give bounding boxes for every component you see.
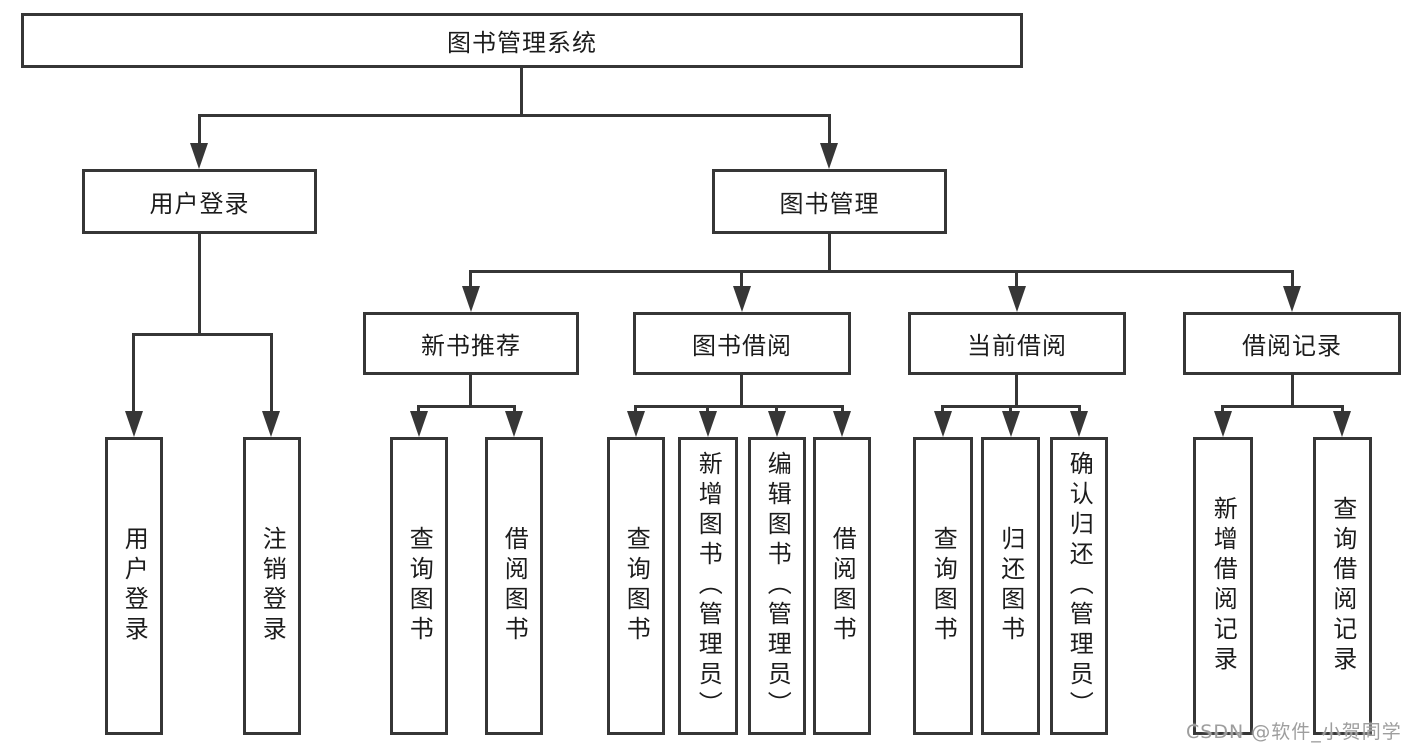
leaf-query-books-recommend: 查询图书: [390, 437, 448, 735]
leaf-add-borrow-record: 新增借阅记录: [1193, 437, 1253, 735]
leaf-logout-label: 注销登录: [258, 526, 287, 646]
arrowhead-user-login: [190, 143, 208, 169]
leaf-query-books-borrowing-label: 查询图书: [622, 526, 651, 646]
connector-to-book-borrowing: [740, 270, 743, 290]
leaf-return-book-label: 归还图书: [996, 526, 1025, 646]
arrowhead-leaf-d2: [1002, 411, 1020, 437]
connector-root-rail: [198, 114, 831, 117]
leaf-query-borrow-record: 查询借阅记录: [1313, 437, 1372, 735]
leaf-add-book-admin-label: 新增图书（管理员）: [694, 451, 723, 721]
connector-current-borrowing-stub: [1015, 375, 1018, 408]
connector-user-login-stub: [198, 234, 201, 336]
node-current-borrowing: 当前借阅: [908, 312, 1126, 375]
leaf-add-book-admin: 新增图书（管理员）: [678, 437, 738, 735]
connector-new-book-recommendation-rail: [417, 405, 516, 408]
arrowhead-leaf-c2: [699, 411, 717, 437]
connector-to-leaf-c3: [775, 405, 778, 415]
leaf-query-books-recommend-label: 查询图书: [405, 526, 434, 646]
arrowhead-leaf-c4: [833, 411, 851, 437]
node-library-management-system: 图书管理系统: [21, 13, 1023, 68]
leaf-query-books-current-label: 查询图书: [929, 526, 958, 646]
connector-to-leaf-c4: [841, 405, 844, 415]
leaf-confirm-return-admin: 确认归还（管理员）: [1050, 437, 1108, 735]
node-borrowing-records: 借阅记录: [1183, 312, 1401, 375]
connector-to-leaf-c2: [706, 405, 709, 415]
leaf-confirm-return-admin-label: 确认归还（管理员）: [1065, 451, 1094, 721]
connector-book-borrowing-rail: [634, 405, 844, 408]
connector-to-leaf-d3: [1078, 405, 1081, 415]
connector-to-leaf-b2: [513, 405, 516, 415]
arrowhead-leaf-d3: [1070, 411, 1088, 437]
node-book-management: 图书管理: [712, 169, 947, 234]
leaf-user-login: 用户登录: [105, 437, 163, 735]
arrowhead-leaf-c3: [768, 411, 786, 437]
arrowhead-leaf-c1: [627, 411, 645, 437]
arrowhead-leaf-e1: [1214, 411, 1232, 437]
connector-to-current-borrowing: [1015, 270, 1018, 290]
connector-to-leaf-e1: [1221, 405, 1224, 415]
leaf-add-borrow-record-label: 新增借阅记录: [1209, 496, 1238, 676]
connector-borrowing-records-stub: [1291, 375, 1294, 408]
leaf-borrow-books-recommend: 借阅图书: [485, 437, 543, 735]
connector-to-leaf-c1: [634, 405, 637, 415]
leaf-return-book: 归还图书: [981, 437, 1040, 735]
leaf-edit-book-admin-label: 编辑图书（管理员）: [763, 451, 792, 721]
connector-root-stub: [520, 68, 523, 116]
leaf-logout: 注销登录: [243, 437, 301, 735]
watermark: CSDN @软件_小贺同学: [1186, 721, 1402, 743]
arrowhead-leaf-d1: [934, 411, 952, 437]
arrowhead-book-borrowing: [733, 286, 751, 312]
node-book-borrowing: 图书借阅: [633, 312, 851, 375]
connector-new-book-recommendation-stub: [469, 375, 472, 408]
arrowhead-leaf-logout: [262, 411, 280, 437]
node-new-book-recommendation: 新书推荐: [363, 312, 579, 375]
connector-to-leaf-e2: [1341, 405, 1344, 415]
arrowhead-current-borrowing: [1008, 286, 1026, 312]
leaf-query-books-current: 查询图书: [913, 437, 973, 735]
connector-to-user-login: [198, 114, 201, 146]
connector-to-borrowing-records: [1291, 270, 1294, 290]
leaf-user-login-label: 用户登录: [120, 526, 149, 646]
connector-user-login-rail: [133, 333, 273, 336]
node-user-login: 用户登录: [82, 169, 317, 234]
connector-book-management-stub: [828, 234, 831, 273]
leaf-edit-book-admin: 编辑图书（管理员）: [748, 437, 806, 735]
connector-to-leaf-b1: [417, 405, 420, 415]
arrowhead-borrowing-records: [1283, 286, 1301, 312]
connector-to-leaf-d2: [1009, 405, 1012, 415]
connector-to-leaf-logout: [270, 333, 273, 413]
arrowhead-leaf-e2: [1333, 411, 1351, 437]
leaf-query-borrow-record-label: 查询借阅记录: [1328, 496, 1357, 676]
arrowhead-leaf-b1: [410, 411, 428, 437]
connector-borrowing-records-rail: [1221, 405, 1344, 408]
connector-to-new-book-recommendation: [469, 270, 472, 290]
connector-to-leaf-user-login: [132, 333, 135, 413]
arrowhead-leaf-user-login: [125, 411, 143, 437]
connector-to-book-management: [828, 114, 831, 146]
leaf-borrow-books: 借阅图书: [813, 437, 871, 735]
connector-to-leaf-d1: [941, 405, 944, 415]
leaf-query-books-borrowing: 查询图书: [607, 437, 665, 735]
connector-book-management-rail: [469, 270, 1294, 273]
leaf-borrow-books-recommend-label: 借阅图书: [500, 526, 529, 646]
leaf-borrow-books-label: 借阅图书: [828, 526, 857, 646]
arrowhead-new-book-recommendation: [462, 286, 480, 312]
arrowhead-leaf-b2: [505, 411, 523, 437]
connector-book-borrowing-stub: [740, 375, 743, 408]
arrowhead-book-management: [820, 143, 838, 169]
